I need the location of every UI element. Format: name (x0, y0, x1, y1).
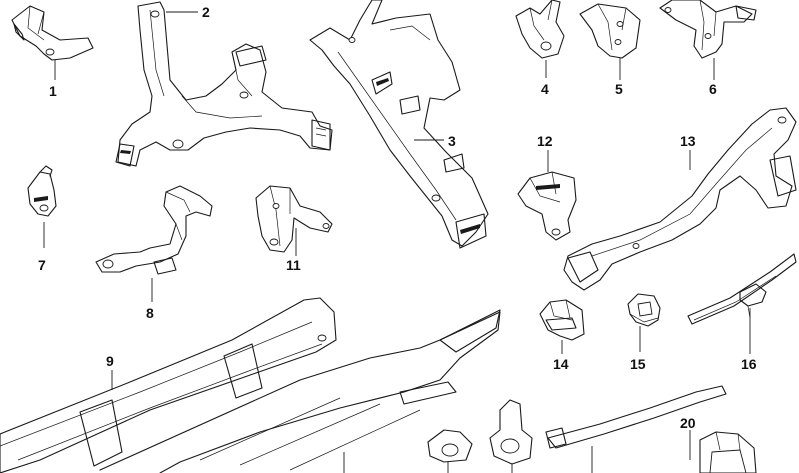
callout-11: 11 (286, 257, 301, 273)
part-20-clip (699, 431, 757, 473)
part-15-clip (627, 293, 661, 327)
callout-8: 8 (146, 305, 154, 321)
part-11-bracket (255, 185, 333, 253)
part-8-bracket (95, 185, 213, 275)
callout-2: 2 (202, 4, 210, 20)
part-16-cable-tie (687, 253, 797, 325)
part-4-clip (515, 0, 565, 59)
part-3-bracket (309, 0, 489, 249)
callout-14: 14 (553, 356, 569, 372)
part-14-clip (539, 299, 585, 341)
callout-5: 5 (615, 81, 623, 97)
callout-15: 15 (630, 356, 646, 372)
callout-3: 3 (448, 133, 456, 149)
bottom-cable-tie (545, 385, 727, 449)
callout-9: 9 (106, 353, 114, 369)
callout-12: 12 (537, 133, 553, 149)
callout-6: 6 (709, 81, 717, 97)
callout-16: 16 (741, 356, 757, 372)
part-13-strap (563, 107, 797, 291)
bottom-clip-b (489, 399, 533, 465)
callout-13: 13 (680, 133, 696, 149)
bottom-clip-a (427, 429, 473, 463)
part-1-bracket (11, 5, 94, 61)
part-7-clip (27, 165, 57, 217)
callout-7: 7 (38, 257, 46, 273)
callout-1: 1 (49, 83, 57, 99)
part-5-bracket (579, 3, 641, 59)
callout-20: 20 (680, 415, 696, 431)
part-12-bracket (517, 171, 577, 241)
part-9-cover (0, 297, 501, 473)
callout-4: 4 (541, 81, 549, 97)
part-6-bracket (659, 0, 757, 59)
part-2-bracket (115, 1, 333, 167)
